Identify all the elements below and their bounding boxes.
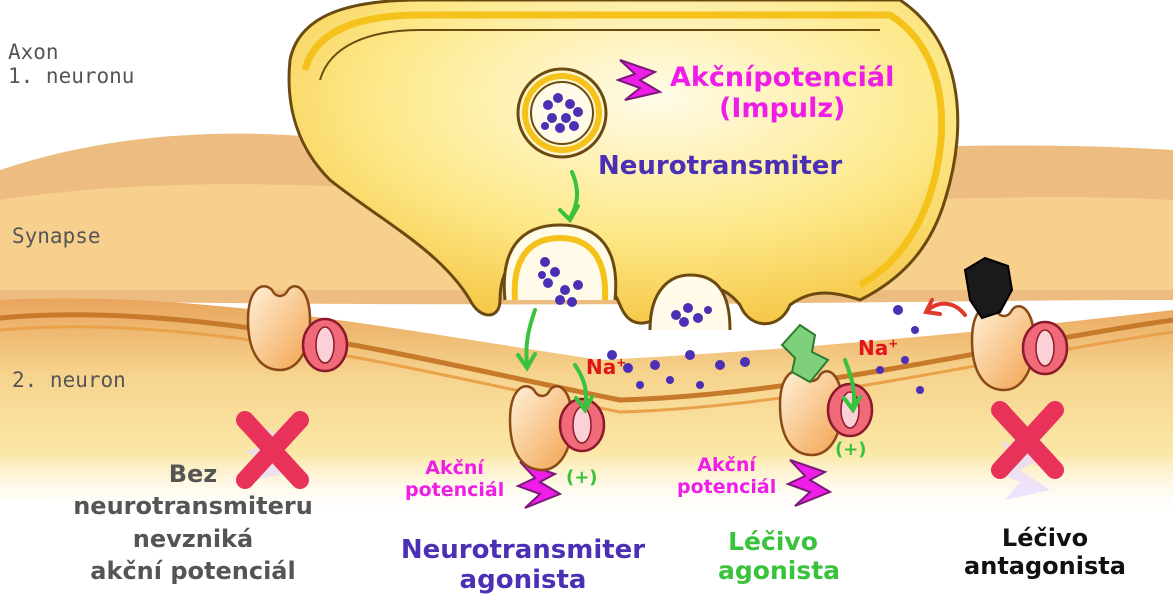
- action-potential-mid: Akční potenciál: [405, 458, 504, 502]
- sodium-mid-symbol: Na: [586, 355, 616, 379]
- no-nt-line3: nevzniká: [68, 523, 318, 555]
- drug-agonist-line1: Léčivo: [718, 528, 828, 557]
- ap-right-line2: potenciál: [677, 477, 776, 499]
- nt-agonist-line2: agonista: [398, 566, 648, 596]
- receptor-icon: [248, 286, 310, 370]
- arrow-icon: [518, 310, 535, 368]
- no-nt-line2: neurotransmiteru: [68, 490, 318, 522]
- ap-mid-line2: potenciál: [405, 480, 504, 502]
- drug-antagonist-line1: Léčivo: [960, 525, 1130, 553]
- antagonist-drug-icon: [965, 258, 1012, 318]
- plus-mid: (+): [566, 468, 598, 489]
- sodium-mid-charge: +: [616, 355, 626, 369]
- no-nt-line4: akční potenciál: [68, 555, 318, 587]
- action-potential-top: Akčnípotenciál (Impulz): [670, 62, 894, 124]
- no-neurotransmitter-note: Bez neurotransmiteru nevzniká akční pote…: [68, 458, 318, 588]
- vesicle-icon: [504, 225, 616, 300]
- axon-label: Axon 1. neuronu: [8, 40, 134, 88]
- second-neuron-label: 2. neuron: [12, 368, 126, 392]
- ap-right-line1: Akční: [677, 455, 776, 477]
- drug-agonist-line2: agonista: [718, 557, 828, 586]
- sodium-right-symbol: Na: [858, 336, 888, 360]
- vesicle-icon: [518, 69, 606, 157]
- nt-agonist-caption: Neurotransmiter agonista: [398, 536, 648, 596]
- sodium-right: Na+: [858, 337, 898, 360]
- axon-label-line2: 1. neuronu: [8, 64, 134, 88]
- arrow-icon: [926, 300, 965, 315]
- drug-antagonist-caption: Léčivo antagonista: [960, 525, 1130, 580]
- action-potential-right: Akční potenciál: [677, 455, 776, 499]
- drug-antagonist-line2: antagonista: [960, 553, 1130, 581]
- plus-right: (+): [835, 440, 867, 461]
- action-potential-top-line1: Akčnípotenciál: [670, 62, 894, 93]
- ion-channel-icon: [828, 384, 872, 436]
- drug-agonist-caption: Léčivo agonista: [718, 528, 828, 586]
- nt-agonist-line1: Neurotransmiter: [398, 536, 648, 566]
- sodium-mid: Na+: [586, 356, 626, 379]
- synapse-label: Synapse: [12, 224, 101, 248]
- no-nt-line1: Bez: [68, 458, 318, 490]
- ion-channel-icon: [1023, 322, 1067, 374]
- neurotransmitter-label: Neurotransmiter: [598, 152, 842, 182]
- ion-channel-icon: [303, 319, 347, 371]
- axon-label-line1: Axon: [8, 40, 134, 64]
- sodium-right-charge: +: [888, 336, 898, 350]
- action-potential-top-line2: (Impulz): [670, 93, 894, 124]
- ap-mid-line1: Akční: [405, 458, 504, 480]
